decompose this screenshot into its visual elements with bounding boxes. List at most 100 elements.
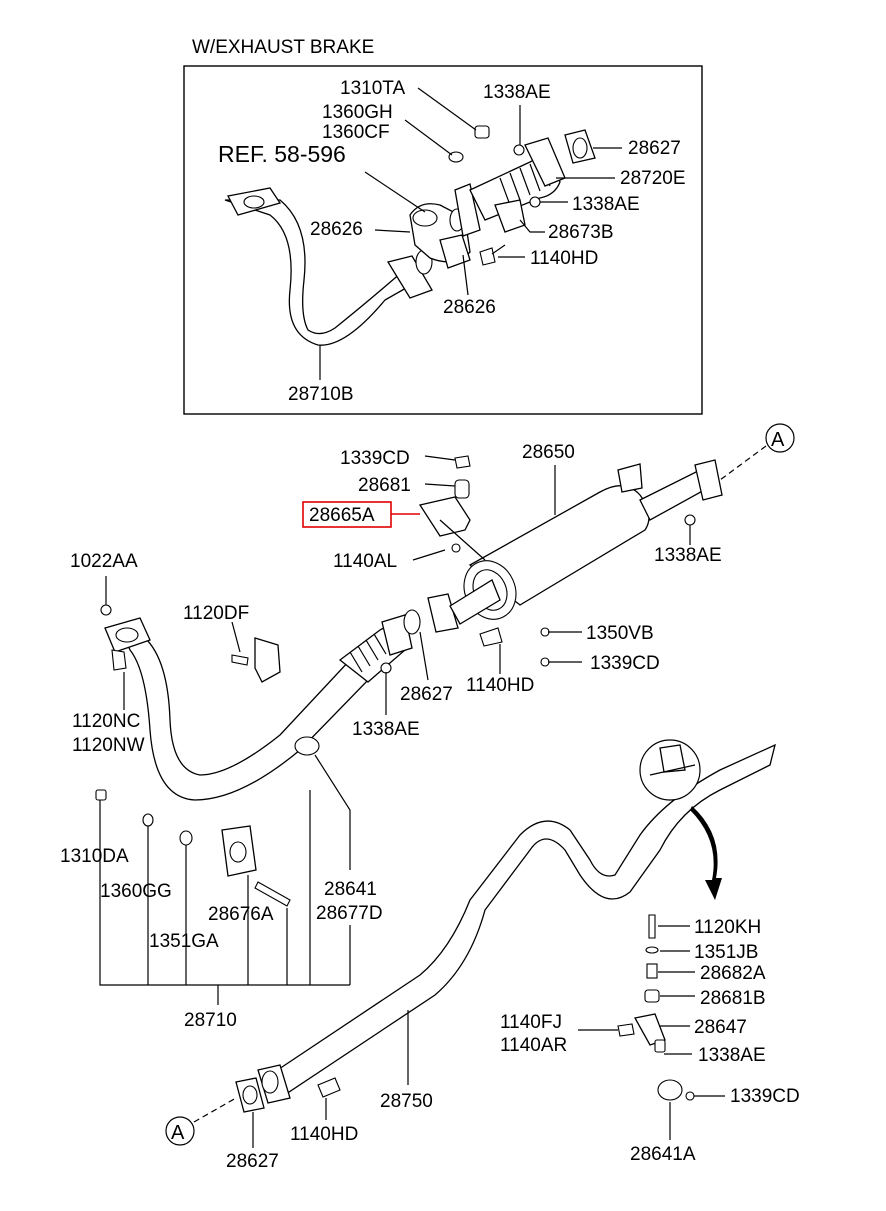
label-1360GG: 1360GG xyxy=(100,881,172,902)
nut-1350VB xyxy=(540,627,550,637)
rubber-28681B xyxy=(644,989,660,1003)
label-1338AE-c: 1338AE xyxy=(654,545,722,566)
bolt-1140HD-tail xyxy=(317,1077,341,1098)
label-1140FJ: 1140FJ xyxy=(500,1012,562,1033)
connector-a-top-label: A xyxy=(771,429,785,451)
nut-1338AE-e xyxy=(654,1039,666,1053)
bolt-1140AL xyxy=(451,543,461,553)
label-1022AA: 1022AA xyxy=(70,551,138,572)
label-ref-58-596: REF. 58-596 xyxy=(218,141,346,167)
label-1120DF: 1120DF xyxy=(183,603,249,624)
bolt-1120NC xyxy=(111,649,127,671)
bolt-28677D xyxy=(254,881,291,907)
nut-1339CD-b xyxy=(540,657,550,667)
label-1351GA: 1351GA xyxy=(149,931,219,952)
label-1120NC: 1120NC xyxy=(72,711,140,732)
label-28641: 28641 xyxy=(324,879,377,900)
label-1310TA: 1310TA xyxy=(340,78,405,99)
nut-1310TA xyxy=(474,125,490,139)
pipe-28710B xyxy=(224,187,421,346)
label-1338AE-inset-a: 1338AE xyxy=(483,82,551,103)
washer-1360GG xyxy=(142,813,154,827)
label-28720E: 28720E xyxy=(620,168,686,189)
label-1120KH: 1120KH xyxy=(694,917,761,938)
bracket-28665A xyxy=(418,496,471,537)
label-1351JB: 1351JB xyxy=(694,942,758,963)
label-28626-inset-a: 28626 xyxy=(310,219,363,240)
nut-1339CD-a xyxy=(454,455,471,469)
inset-frame xyxy=(183,65,703,415)
label-28641A: 28641A xyxy=(630,1144,696,1165)
label-1339CD-a: 1339CD xyxy=(340,448,410,469)
label-28626-inset-b: 28626 xyxy=(443,297,496,318)
flange-28626-left xyxy=(386,255,433,299)
label-28665A-highlight xyxy=(302,501,392,528)
tail-pipe-28750 xyxy=(269,743,776,1099)
label-28676A: 28676A xyxy=(208,904,274,925)
nut-1338AE-b xyxy=(529,196,541,208)
bolt-1140HD-inset xyxy=(479,244,506,266)
label-28681: 28681 xyxy=(358,475,411,496)
bracket-28673B xyxy=(494,199,526,233)
label-1338AE-e: 1338AE xyxy=(698,1045,766,1066)
gasket-28627-main xyxy=(403,609,421,635)
label-1338AE-d: 1338AE xyxy=(352,719,420,740)
label-28682A: 28682A xyxy=(700,963,766,984)
label-1360CF: 1360CF xyxy=(322,122,390,143)
washer-1360GH xyxy=(448,151,464,163)
clamp-28641A xyxy=(657,1079,683,1101)
washer-1351GA xyxy=(179,830,193,846)
label-28650: 28650 xyxy=(522,442,575,463)
label-1339CD-c: 1339CD xyxy=(730,1086,800,1107)
rubber-28681 xyxy=(454,479,470,499)
nut-1310DA xyxy=(95,789,107,801)
bolt-1120DF xyxy=(231,654,249,666)
bolt-1120KH xyxy=(648,914,656,939)
main-exhaust-assembly: A xyxy=(60,423,795,1031)
nut-1339CD-c xyxy=(685,1091,695,1101)
pin-28682A xyxy=(646,963,658,979)
label-28673B: 28673B xyxy=(548,222,614,243)
label-1140AL: 1140AL xyxy=(333,551,397,572)
label-28710: 28710 xyxy=(184,1010,237,1031)
bolt-1140HD-main xyxy=(479,627,503,647)
label-28681B: 28681B xyxy=(700,988,766,1009)
label-1120NW: 1120NW xyxy=(72,735,145,756)
nut-1338AE-a xyxy=(513,144,525,156)
clamp-28641 xyxy=(294,736,320,756)
label-28750: 28750 xyxy=(380,1091,433,1112)
washer-1351JB xyxy=(645,946,659,954)
inset-exhaust-brake: W/EXHAUST BRAKE xyxy=(183,37,703,415)
label-1310DA: 1310DA xyxy=(60,846,129,867)
bracket-1120DF xyxy=(254,637,281,683)
label-1140HD-c: 1140HD xyxy=(290,1124,358,1145)
label-28710B: 28710B xyxy=(288,384,354,405)
label-28627-b: 28627 xyxy=(400,684,453,705)
connector-a-bottom-label: A xyxy=(171,1122,185,1144)
label-28665A: 28665A xyxy=(309,505,375,526)
front-pipe-28710 xyxy=(104,579,501,801)
label-1140AR: 1140AR xyxy=(500,1035,567,1056)
detail-arrow xyxy=(690,806,722,900)
label-28677D: 28677D xyxy=(316,903,383,924)
label-1338AE-inset-b: 1338AE xyxy=(572,194,640,215)
label-1350VB: 1350VB xyxy=(586,623,654,644)
label-28627-inset: 28627 xyxy=(628,138,681,159)
label-28647: 28647 xyxy=(694,1017,747,1038)
label-28627-c: 28627 xyxy=(226,1151,279,1172)
flex-pipe-28720E xyxy=(454,137,566,237)
tail-pipe-assembly: A 1120KH 1351JB 28682A 28681B 1140FJ 286… xyxy=(165,739,800,1172)
inset-title: W/EXHAUST BRAKE xyxy=(192,37,374,58)
label-1140HD-inset: 1140HD xyxy=(530,248,598,269)
connector-a-top xyxy=(765,423,795,453)
label-1140HD-b: 1140HD xyxy=(466,675,534,696)
label-1360GH: 1360GH xyxy=(322,102,393,123)
connector-a-bottom xyxy=(165,1116,195,1146)
bolt-1140FJ xyxy=(617,1023,635,1037)
label-1339CD-b: 1339CD xyxy=(590,653,660,674)
hanger-28647 xyxy=(633,1013,666,1046)
nut-1338AE-d xyxy=(380,662,392,674)
nut-1022AA xyxy=(100,604,112,616)
nut-1338AE-c xyxy=(684,514,696,526)
